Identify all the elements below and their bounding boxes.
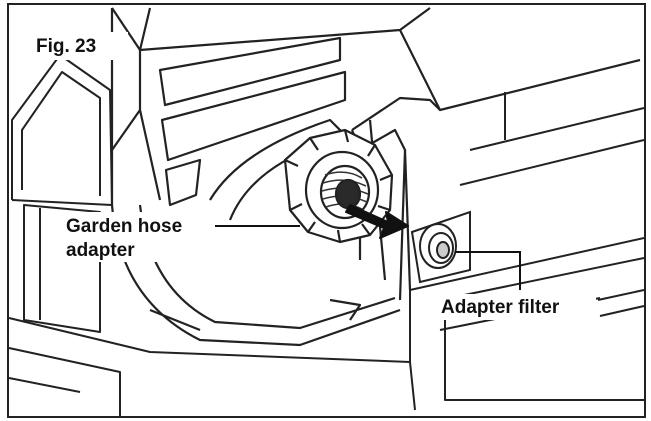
left-housing	[11, 54, 113, 333]
adapter-filter-leader	[455, 251, 521, 290]
fig-label-bg	[28, 32, 128, 60]
label-garden-hose-adapter-line2: adapter	[66, 240, 135, 261]
figure-number: Fig. 23	[36, 36, 96, 57]
adapter-filter	[410, 210, 471, 284]
removal-arrow-icon	[345, 204, 409, 239]
label-adapter-filter: Adapter filter	[441, 297, 560, 318]
callout-leaders	[215, 225, 521, 290]
hose-label-bg	[62, 212, 212, 262]
filter-label-bg	[436, 294, 596, 320]
label-garden-hose-adapter-line1: Garden hose	[66, 216, 182, 237]
figure-border	[7, 3, 646, 418]
